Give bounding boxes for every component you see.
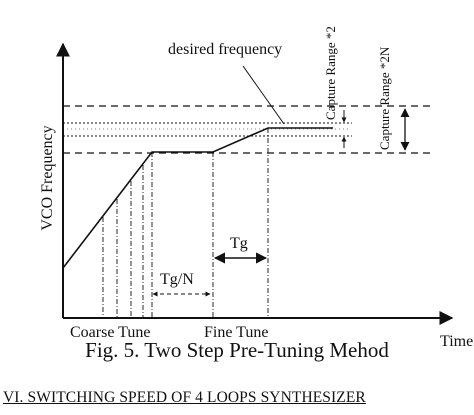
axis-x-label: Time bbox=[440, 333, 473, 350]
desired-frequency-label: desired frequency bbox=[168, 41, 282, 58]
tg-n-label: Tg/N bbox=[160, 271, 194, 288]
capture-range-inner-label: Capture Range *2 bbox=[323, 26, 338, 120]
vco-frequency-curve bbox=[62, 127, 333, 269]
axis-y-label: VCO Frequency bbox=[39, 125, 56, 230]
fine-tune-label: Fine Tune bbox=[204, 324, 268, 341]
tg-label: Tg bbox=[230, 235, 248, 252]
pretuning-diagram: VCO Frequency Time desired frequency Cap… bbox=[39, 26, 473, 350]
capture-range-outer-label: Capture Range *2N bbox=[377, 46, 392, 150]
figure-caption: Fig. 5. Two Step Pre-Tuning Mehod bbox=[85, 338, 389, 362]
desired-frequency-leader bbox=[242, 65, 285, 125]
coarse-tune-label: Coarse Tune bbox=[70, 324, 150, 341]
section-heading: VI. SWITCHING SPEED OF 4 LOOPS SYNTHESIZ… bbox=[3, 389, 366, 406]
